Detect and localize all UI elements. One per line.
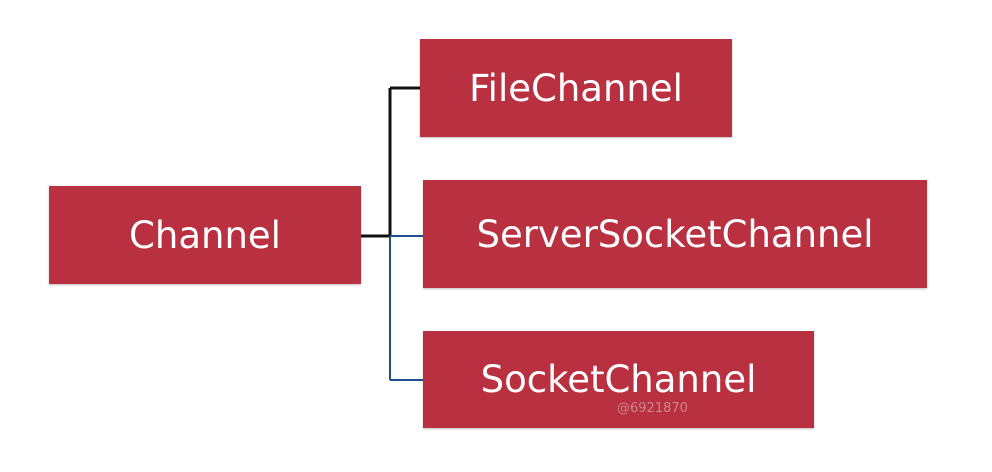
node-serversocketchannel-label: ServerSocketChannel <box>476 212 874 256</box>
node-filechannel: FileChannel <box>420 39 732 137</box>
node-filechannel-label: FileChannel <box>469 66 683 110</box>
watermark-text: @6921870 <box>617 401 688 416</box>
node-socketchannel: SocketChannel <box>423 331 814 428</box>
node-serversocketchannel: ServerSocketChannel <box>423 180 927 288</box>
node-channel-label: Channel <box>129 213 281 257</box>
node-channel: Channel <box>49 186 361 284</box>
node-socketchannel-label: SocketChannel <box>480 358 757 401</box>
